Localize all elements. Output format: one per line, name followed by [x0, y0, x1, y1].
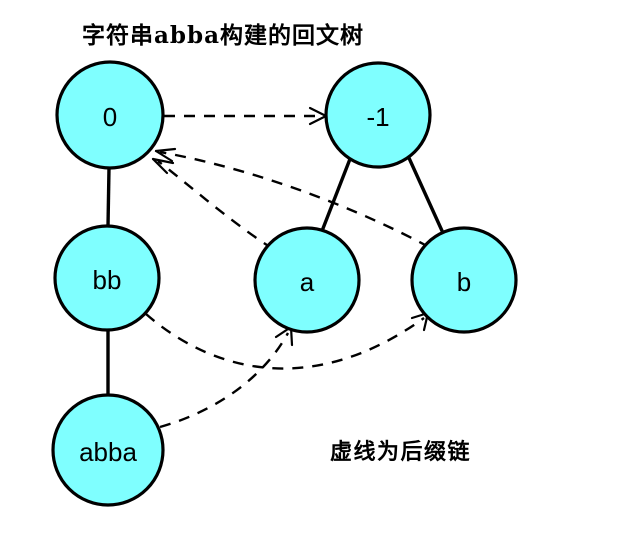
- node-abba-circle[interactable]: [51, 393, 165, 507]
- node-a[interactable]: a: [253, 226, 361, 334]
- node-b[interactable]: b: [410, 226, 518, 334]
- suffix-link-abba-to-a: [159, 332, 290, 429]
- diagram-caption: 虚线为后缀链: [330, 439, 472, 465]
- node-abba[interactable]: abba: [51, 393, 165, 507]
- suffix-link-a-to-root0: [157, 160, 274, 251]
- node-rootm1-label: -1: [366, 102, 389, 132]
- arrowhead-root0: [151, 147, 177, 175]
- node-rootm1-circle[interactable]: [324, 61, 432, 169]
- node-b-label: b: [457, 267, 471, 297]
- node-root0-circle[interactable]: [55, 60, 165, 170]
- node-bb-circle[interactable]: [53, 224, 161, 332]
- tree-edges-group: [106, 157, 445, 395]
- suffix-link-b-to-root0: [159, 150, 430, 249]
- tree-edge-rootm1-b: [407, 157, 445, 234]
- node-bb-label: bb: [93, 265, 122, 295]
- node-root0-label: 0: [103, 102, 117, 132]
- node-b-circle[interactable]: [410, 226, 518, 334]
- nodes-group: 0 -1 bb a b abba: [51, 60, 518, 507]
- node-bb[interactable]: bb: [53, 224, 161, 332]
- node-root0[interactable]: 0: [55, 60, 165, 170]
- node-a-label: a: [300, 267, 315, 297]
- node-rootm1[interactable]: -1: [324, 61, 432, 169]
- tree-edge-rootm1-a: [320, 158, 352, 232]
- node-a-circle[interactable]: [253, 226, 361, 334]
- suffix-links-group: [145, 106, 430, 429]
- arrowhead-rootm1: [308, 106, 328, 126]
- tree-edge-root0-bb: [106, 167, 111, 227]
- node-abba-label: abba: [79, 437, 137, 467]
- diagram-title: 字符串abba构建的回文树: [82, 22, 364, 49]
